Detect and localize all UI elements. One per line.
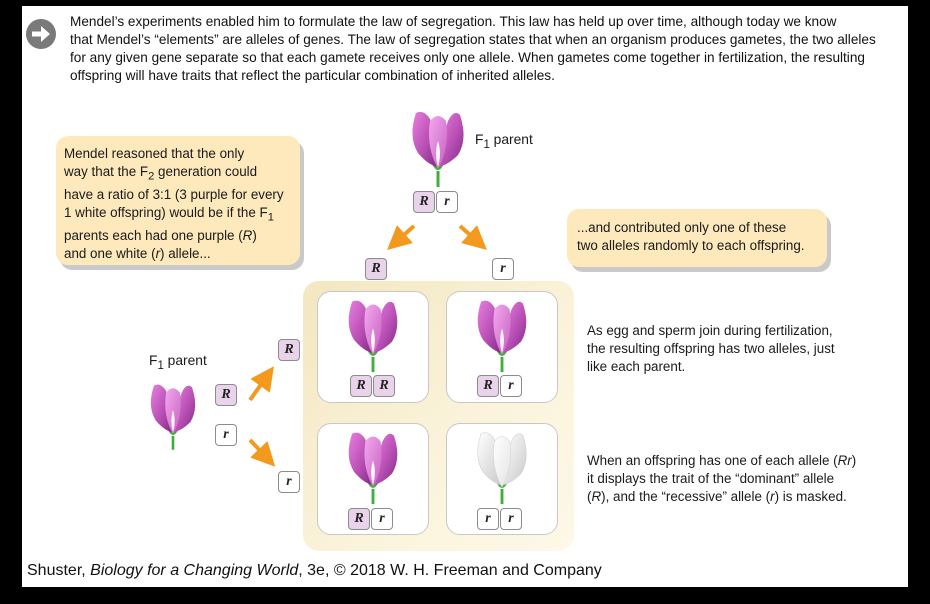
left-parent-label: F1 parent xyxy=(149,353,207,372)
flower-purple-icon xyxy=(150,384,196,450)
note-dominance: When an offspring has one of each allele… xyxy=(587,452,887,507)
intro-line: Mendel’s experiments enabled him to form… xyxy=(70,14,837,29)
intro-line: that Mendel’s “elements” are alleles of … xyxy=(70,32,876,47)
callout-line: have a ratio of 3:1 (3 purple for every xyxy=(64,187,284,203)
allele-box-recessive: r xyxy=(436,191,458,213)
allele-box-dominant: R xyxy=(477,375,499,397)
allele-box-dominant: R xyxy=(350,375,372,397)
intro-paragraph: Mendel’s experiments enabled him to form… xyxy=(70,13,906,85)
gamete-arrows xyxy=(248,224,487,467)
note-line: When an offspring has one of each allele… xyxy=(587,453,857,468)
allele-box-recessive: r xyxy=(215,424,237,446)
arrow-top-to-r xyxy=(458,224,487,250)
gamete-left-dominant: R xyxy=(278,339,300,361)
callout-line: 1 white offspring) would be if the F1 xyxy=(64,205,274,224)
gamete-left-recessive: r xyxy=(278,471,300,493)
callout-line: Mendel reasoned that the only xyxy=(64,146,245,161)
allele-box-dominant: R xyxy=(215,384,237,406)
note-fertilization: As egg and sperm join during fertilizati… xyxy=(587,322,887,377)
flower-white-icon xyxy=(477,432,527,505)
intro-line: for any given gene separate so that each… xyxy=(70,50,865,65)
note-line: the resulting offspring has two alleles,… xyxy=(587,341,835,357)
figure-canvas: Mendel’s experiments enabled him to form… xyxy=(22,6,908,587)
flower-purple-icon xyxy=(412,111,464,187)
arrow-top-to-R xyxy=(387,224,416,250)
allele-box-recessive: r xyxy=(500,508,522,530)
callout-line: and one white (r) allele... xyxy=(64,246,211,262)
flower-purple-icon xyxy=(477,300,527,373)
callout-line: way that the F2 generation could xyxy=(64,164,258,183)
note-line: As egg and sperm join during fertilizati… xyxy=(587,323,833,338)
gamete-top-recessive: r xyxy=(492,258,514,280)
flower-purple-icon xyxy=(348,432,398,505)
allele-box-dominant: R xyxy=(373,375,395,397)
flower-purple-icon xyxy=(348,300,398,373)
offspring-cell-Rr-top: R r xyxy=(446,291,558,403)
offspring-cell-Rr-bottom: R r xyxy=(317,423,429,535)
arrow-left-to-R xyxy=(248,366,274,402)
note-line: like each parent. xyxy=(587,359,686,375)
allele-box-recessive: r xyxy=(371,508,393,530)
allele-box-dominant: R xyxy=(413,191,435,213)
arrow-right-icon xyxy=(26,19,56,49)
allele-box-dominant: R xyxy=(348,508,370,530)
callout-random-contribution: ...and contributed only one of these two… xyxy=(567,209,827,267)
callout-line: ...and contributed only one of these xyxy=(577,220,787,235)
arrow-left-to-r xyxy=(248,438,276,467)
intro-line: offspring will have traits that reflect … xyxy=(70,68,555,83)
gamete-top-dominant: R xyxy=(365,258,387,280)
offspring-cell-RR: R R xyxy=(317,291,429,403)
credit-line: Shuster, Biology for a Changing World, 3… xyxy=(27,562,602,579)
note-line: it displays the trait of the “dominant” … xyxy=(587,471,835,487)
note-line: (R), and the “recessive” allele (r) is m… xyxy=(587,489,847,505)
callout-line: two alleles randomly to each offspring. xyxy=(577,238,805,254)
offspring-cell-rr: r r xyxy=(446,423,558,535)
callout-mendel-reasoning: Mendel reasoned that the only way that t… xyxy=(56,136,300,265)
top-parent-label: F1 parent xyxy=(475,132,533,151)
allele-box-recessive: r xyxy=(477,508,499,530)
allele-box-recessive: r xyxy=(500,375,522,397)
callout-line: parents each had one purple (R) xyxy=(64,228,257,244)
